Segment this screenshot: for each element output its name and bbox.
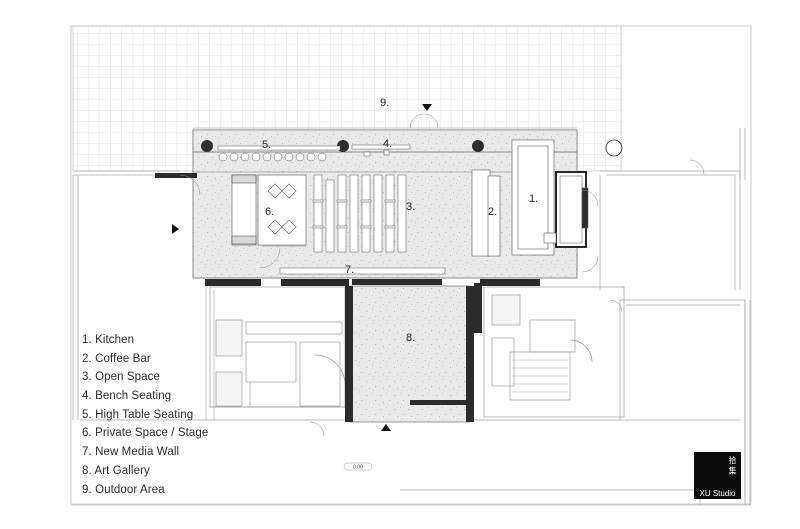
right-rooms: [483, 286, 625, 420]
facade-details: [193, 127, 601, 420]
bench-seating: [351, 144, 411, 157]
legend-item: 4. Bench Seating: [82, 390, 172, 403]
private-space: [231, 174, 307, 247]
legend-item: 6. Private Space / Stage: [82, 427, 209, 440]
gallery-floor: [349, 285, 471, 423]
logo-mark: 拾 集: [728, 456, 737, 475]
label-high-table-seating: 5.: [262, 139, 271, 151]
legend-item: 5. High Table Seating: [82, 408, 194, 421]
label-open-space: 3.: [406, 201, 415, 213]
label-coffee-bar: 2.: [488, 206, 497, 218]
legend-item: 7. New Media Wall: [82, 446, 180, 459]
logo-studio-name: XU Studio: [699, 489, 736, 498]
label-private-space: 6.: [265, 206, 274, 218]
door-swings: [179, 113, 705, 437]
open-space-tables: [312, 174, 407, 253]
label-kitchen: 1.: [529, 193, 538, 205]
label-outdoor-area: 9.: [380, 97, 389, 109]
legend: 1. Kitchen 2. Coffee Bar 3. Open Space 4…: [82, 331, 208, 499]
legend-item: 3. Open Space: [82, 371, 161, 384]
legend-item: 2. Coffee Bar: [82, 352, 151, 365]
side-walls: [72, 128, 751, 505]
north-arrow: [422, 104, 432, 111]
left-rooms: [209, 286, 346, 408]
structural-walls: [155, 173, 540, 422]
label-media-wall: 7.: [345, 264, 354, 276]
columns: [201, 139, 623, 157]
label-bench-seating: 4.: [383, 138, 392, 150]
media-wall: [279, 267, 446, 275]
coffee-bar: [471, 169, 501, 257]
label-art-gallery: 8.: [406, 332, 415, 344]
scale-text: 0.00: [353, 465, 363, 471]
legend-item: 8. Art Gallery: [82, 464, 150, 477]
legend-item: 9. Outdoor Area: [82, 483, 165, 496]
south-arrow: [381, 424, 391, 431]
studio-logo: 拾 集 XU Studio: [694, 452, 741, 499]
section-markers: [172, 104, 432, 431]
high-table-seating: [217, 145, 341, 162]
outdoor-grid-side: [72, 26, 622, 171]
west-arrow: [172, 224, 179, 234]
legend-item: 1. Kitchen: [82, 334, 135, 346]
kitchen: [511, 139, 589, 256]
scale-bar: 0.00: [343, 462, 373, 471]
